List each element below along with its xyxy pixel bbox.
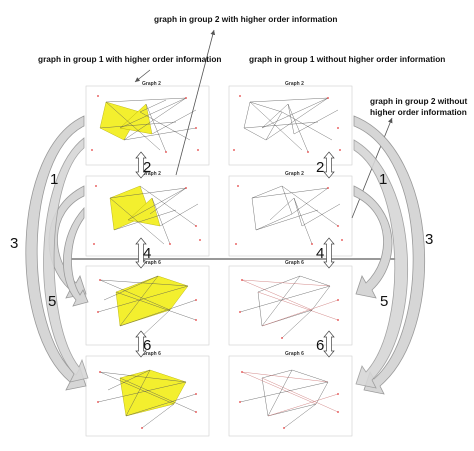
number-right-mid: 4 (316, 245, 325, 262)
label-group2-without-line2: higher order information (370, 107, 467, 117)
curved-arrow-left-5 (43, 137, 89, 383)
number-left-mid: 1 (50, 171, 59, 188)
double-arrow-center-top (135, 151, 147, 179)
edge-lines (239, 369, 339, 429)
panel-title: Graph 6 (142, 260, 161, 266)
hyperedge (115, 275, 189, 327)
edge-lines (99, 97, 197, 153)
double-arrow-center-bottom (135, 330, 147, 358)
label-group2-without-line1: graph in group 2 without (370, 96, 468, 106)
panel-group1-without-top: Graph 2 (228, 81, 353, 166)
panel-group2-without-bottom: Graph 6 (228, 351, 353, 437)
panel-title: Graph 2 (142, 171, 161, 177)
curved-arrow-left-3 (25, 115, 87, 391)
hyperedge (119, 369, 187, 417)
label-group2-with: graph in group 2 with higher order infor… (154, 14, 338, 24)
panel-group2-with-bottom: Graph 6 (85, 351, 210, 437)
panel-group2-with-third: Graph 6 (85, 260, 210, 346)
pointer-arrow-group1-with (134, 69, 151, 83)
curved-arrow-left-inner (62, 206, 89, 307)
double-arrow-right-top (323, 151, 335, 179)
panel-title: Graph 6 (285, 260, 304, 266)
double-arrow-right-bottom (323, 330, 335, 358)
panel-title: Graph 2 (142, 81, 161, 87)
number-right-inner: 1 (379, 171, 388, 188)
number-right-lower: 5 (380, 293, 389, 310)
panel-title: Graph 6 (142, 351, 161, 357)
edge-lines (109, 185, 199, 245)
number-center-mid: 4 (143, 245, 152, 262)
label-group1-with: graph in group 1 with higher order infor… (38, 54, 222, 64)
edge-lines (243, 97, 339, 153)
panel-group2-without-third: Graph 6 (228, 260, 353, 346)
double-arrow-center-mid (135, 237, 147, 269)
number-left-lower: 5 (48, 293, 57, 310)
panel-title: Graph 2 (285, 81, 304, 87)
number-left-outer: 3 (10, 235, 19, 252)
number-center-bottom: 6 (143, 337, 152, 354)
panel-title: Graph 2 (285, 171, 304, 177)
panel-title: Graph 6 (285, 351, 304, 357)
edge-lines (251, 185, 341, 245)
number-center-top: 2 (143, 159, 152, 176)
curved-arrow-right-5 (353, 139, 409, 389)
number-right-top: 2 (316, 159, 325, 176)
graph-nodes (91, 95, 343, 429)
label-group1-without: graph in group 1 without higher order in… (249, 54, 446, 64)
panel-group1-with-second: Graph 2 (85, 171, 210, 257)
panel-group1-with-top: Graph 2 (85, 81, 210, 166)
number-right-outer: 3 (425, 231, 434, 248)
curved-arrow-right-1 (353, 185, 393, 299)
number-right-bottom: 6 (316, 337, 325, 354)
double-arrow-right-mid (323, 237, 335, 269)
edge-lines (239, 275, 339, 339)
pointer-arrow-group2-with (175, 29, 216, 176)
edge-lines (97, 369, 197, 429)
edge-lines (97, 275, 197, 339)
hyperedge (127, 197, 161, 227)
